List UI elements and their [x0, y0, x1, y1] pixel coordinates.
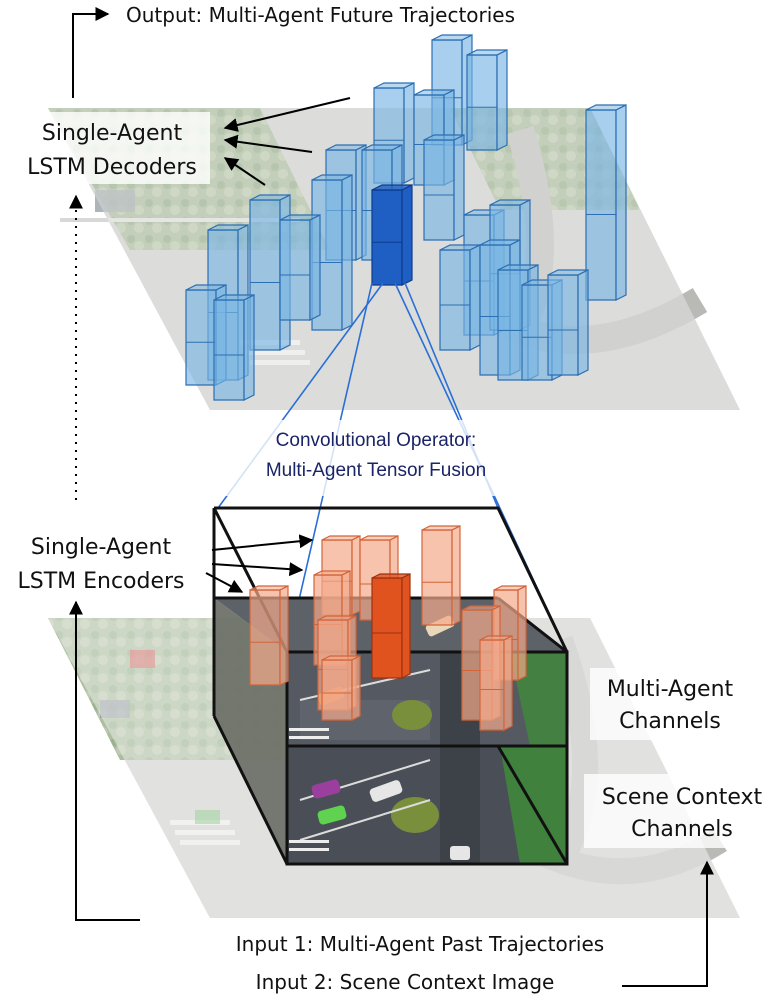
conv-operator-label-line1: Convolutional Operator: [276, 430, 477, 451]
decoder-arrow-1 [223, 97, 351, 132]
input2-arrow [622, 860, 714, 987]
multi-agent-channels-line2: Channels [619, 709, 721, 734]
encoder-bar [249, 585, 289, 686]
decoders-label-line1: Single-Agent [42, 121, 183, 146]
encoder-bar [421, 525, 461, 626]
decoders-label-line2: LSTM Decoders [27, 155, 197, 180]
encoder-bar-group [249, 525, 527, 731]
scene-context-channels-line1: Scene Context [602, 785, 763, 810]
encoder-arrow-1 [211, 534, 314, 551]
decoder-bar [547, 269, 589, 376]
input1-label: Input 1: Multi-Agent Past Trajectories [236, 932, 604, 956]
tensor-fusion-cube [212, 506, 569, 866]
encoders-label-line2: LSTM Encoders [17, 569, 184, 594]
decoder-bar [466, 49, 508, 151]
input1-arrow [69, 600, 140, 921]
decoder-bar [585, 104, 627, 301]
scene-context-channels-line2: Channels [631, 817, 733, 842]
encoder-bar [479, 635, 513, 731]
decoder-arrow-3 [223, 157, 266, 186]
decoder-bar [279, 214, 321, 321]
decoder-bar-highlight [371, 184, 413, 286]
encoder-bar-highlight [371, 573, 411, 679]
decoder-bar [423, 134, 465, 241]
flow-arrows [69, 7, 714, 987]
output-label: Output: Multi-Agent Future Trajectories [126, 3, 515, 27]
encoder-arrow-3 [205, 572, 244, 593]
input2-label: Input 2: Scene Context Image [256, 970, 555, 994]
encoder-bar [321, 655, 361, 721]
decoder-arrow-2 [223, 134, 313, 153]
conv-operator-label-line2: Multi-Agent Tensor Fusion [266, 460, 486, 481]
encoder-arrow-2 [211, 562, 304, 577]
output-arrow [72, 7, 110, 98]
decoder-bar-group [185, 34, 627, 401]
multi-agent-channels-line1: Multi-Agent [607, 677, 734, 702]
decoder-bar [439, 244, 481, 351]
encoders-label-line1: Single-Agent [31, 535, 172, 560]
label-backgrounds [10, 112, 774, 848]
decoder-bar [213, 294, 255, 401]
